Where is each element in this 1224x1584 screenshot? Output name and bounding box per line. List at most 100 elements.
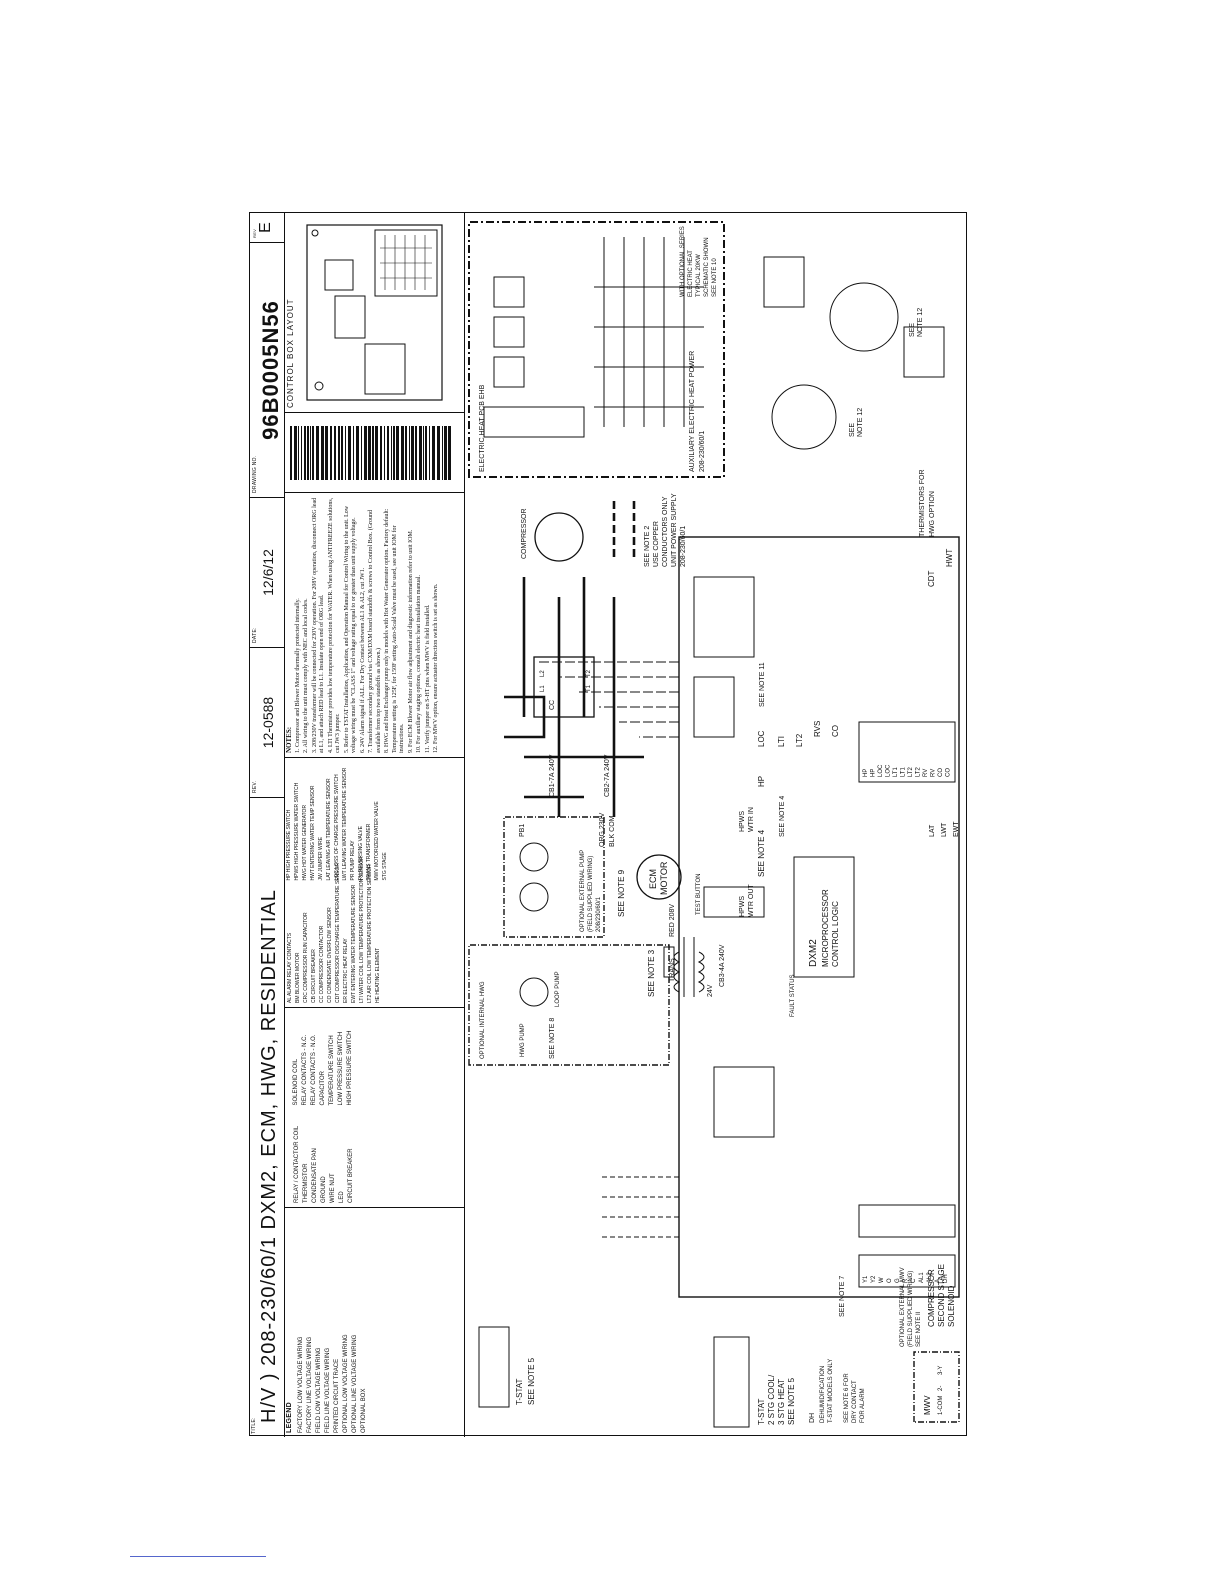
dxm2-see-note-11: SEE NOTE 11 <box>759 662 766 707</box>
dh-label: DH <box>809 1413 816 1423</box>
hpws-out-label: HPWS <box>739 896 746 917</box>
co-label: CO <box>831 725 840 737</box>
title-label: TITLE: <box>251 1417 257 1434</box>
abbreviation-item: EWT ENTERING WATER TEMPERATURE SENSOR <box>351 884 357 1003</box>
abbreviation-item: CB CIRCUIT BREAKER <box>311 949 317 1003</box>
drawing-number: 96B0005N56 <box>258 300 283 440</box>
eh-title-2: 208-230/60/1 <box>699 431 706 472</box>
legend-symbol-item: THERMISTOR <box>303 1163 309 1203</box>
tstat-left-1: T-STAT <box>757 1399 766 1425</box>
org230-label: ORG 230V <box>599 812 606 847</box>
rev-label: REV. <box>252 780 258 793</box>
eh-pcb-label: ELECTRIC HEAT PCB EHB <box>479 384 486 472</box>
note-item: 2. All wiring to the unit must comply wi… <box>303 598 309 753</box>
abbreviation-item: CC COMPRESSOR CONTACTOR <box>319 925 325 1003</box>
dxm2-right-terminal: HP <box>871 769 877 777</box>
barcode-bar <box>353 426 354 480</box>
v24-label: 24V <box>707 984 714 997</box>
barcode-bar <box>405 426 407 480</box>
legend-symbol-item: LOW PRESSURE SWITCH <box>338 1031 344 1106</box>
barcode-bar <box>304 426 306 480</box>
legend-line-item: FIELD LINE VOLTAGE WIRING <box>325 1347 331 1433</box>
legend-line-item: FACTORY LOW VOLTAGE WIRING <box>298 1336 304 1433</box>
barcode-bar <box>444 426 447 480</box>
barcode-bar <box>361 426 362 480</box>
note-item: 4. LTI Thermistor provides low temperatu… <box>327 497 342 753</box>
cdt-label: CDT <box>927 570 936 587</box>
supply-note-1: SEE NOTE 2 <box>644 526 651 567</box>
optional-hwg: OPTIONAL INTERNAL HWG <box>480 981 486 1059</box>
actuator-note-b-2: NOTE 12 <box>917 308 924 337</box>
loc-label: LOC <box>757 730 766 747</box>
abbreviation-item: HE HEATING ELEMENT <box>375 947 381 1003</box>
abbreviation-item: JW JUMPER WIRE <box>318 836 324 881</box>
barcode-bar <box>338 426 340 480</box>
abbreviation-item: HP HIGH PRESSURE SWITCH <box>286 809 292 881</box>
dxm2-right-terminal: HP <box>863 769 869 777</box>
rev-letter-cell: REV E <box>250 213 284 242</box>
abbreviation-item: LTI WATER COIL LOW TEMPERATURE PROTECTIO… <box>359 856 365 1003</box>
supply-note-4: UNIT POWER SUPPLY <box>671 493 678 567</box>
dxm2-right-terminal: LT1 <box>901 766 907 777</box>
legend-symbol-item: RELAY CONTACTS - N.C. <box>302 1034 308 1106</box>
barcode-bar <box>437 426 440 480</box>
dxm2-left-terminal: W <box>879 1277 885 1283</box>
test-button-label[interactable]: TEST BUTTON <box>696 874 702 915</box>
mwv-note-3: SEE NOTE II <box>916 1311 922 1347</box>
date-value: 12/6/12 <box>260 549 276 596</box>
optional-pump-2: (FIELD SUPPLIED WIRING) <box>588 856 594 932</box>
barcode-bar <box>312 426 314 480</box>
rev-cell: REV. 12-0588 <box>250 647 284 797</box>
barcode-bar <box>321 426 324 480</box>
abbreviation-item: HWG HOT WATER GENERATOR <box>302 804 308 881</box>
barcode-bar <box>396 426 399 480</box>
barcode <box>284 412 464 492</box>
barcode-bar <box>401 426 404 480</box>
lti-label: LTI <box>777 736 786 747</box>
cb1-label: CB1-7A 240V <box>549 754 556 797</box>
contactor-l1: L1 <box>540 685 546 692</box>
abbreviation-item: LOC LOSS OF CHARGE PRESSURE SWITCH <box>334 774 340 881</box>
barcode-bar <box>411 426 414 480</box>
legend-symbol-item: RELAY CONTACTS - N.O. <box>311 1034 317 1106</box>
dxm2-left-terminal: G <box>895 1278 901 1283</box>
comp-solenoid-2: SECOND STAGE <box>937 1264 946 1327</box>
abbreviation-item: HPWS HIGH PRESSURE WATER SWITCH <box>294 782 300 881</box>
dxm2-see-note-4: SEE NOTE 4 <box>779 796 786 837</box>
dxm2-left-terminal: DH <box>943 1274 949 1283</box>
legend-line-item: OPTIONAL LOW VOLTAGE WIRING <box>343 1334 349 1433</box>
dxm2-left-terminal: R <box>903 1278 909 1283</box>
see-note-3: SEE NOTE 3 <box>647 949 656 997</box>
dxm2-left-terminal: A <box>935 1279 941 1283</box>
note-item: 10. For auxiliary staging options, consu… <box>416 575 422 753</box>
barcode-bar <box>290 426 292 480</box>
barcode-bar <box>368 426 371 480</box>
dxm2-right-terminal: LOC <box>878 764 884 777</box>
eh-title-6: SCHEMATIC SHOWN <box>704 237 710 297</box>
abbreviation-item: AL ALARM RELAY CONTACTS <box>287 932 293 1003</box>
date-label: DATE: <box>252 627 258 643</box>
eh-title-5: TYPICAL 20KW <box>696 254 702 297</box>
actuator-note-a-1: SEE <box>849 423 856 437</box>
compressor-label: COMPRESSOR <box>521 508 528 559</box>
legend-symbol-item: SOLENOID COIL <box>293 1058 299 1106</box>
hpws-in-label: WTR IN <box>748 807 755 832</box>
control-box-heading: CONTROL BOX LAYOUT <box>286 298 295 408</box>
dxm2-right-terminal: LT2 <box>908 766 914 777</box>
contactor-l2: L2 <box>540 670 546 677</box>
dxm2-right-terminal: RV <box>923 769 929 777</box>
barcode-bar <box>298 426 299 480</box>
abbreviation-item: TRANS TRANSFORMER <box>366 823 372 881</box>
eh-title-1: AUXILIARY ELECTRIC HEAT POWER <box>689 351 696 472</box>
dxm2-left-terminal: C <box>911 1278 917 1283</box>
contactor-t2: T2 <box>586 669 592 677</box>
hpws-out-2-label: WTR OUT <box>748 884 755 917</box>
note-item: 8. HWG and Heat Exchanger pump only in m… <box>384 508 405 753</box>
rotated-drawing: TITLE: H/V ) 208-230/60/1 DXM2, ECM, HWG… <box>250 213 968 1437</box>
note-item: 6. 24V Alarm signal if ALL. For Dry Cont… <box>359 567 366 753</box>
see-note-8: SEE NOTE 8 <box>549 1018 556 1059</box>
control-box-drawing <box>306 224 443 401</box>
note-item: 11. Verify jumper on S-HT pins when MWV … <box>424 604 431 753</box>
